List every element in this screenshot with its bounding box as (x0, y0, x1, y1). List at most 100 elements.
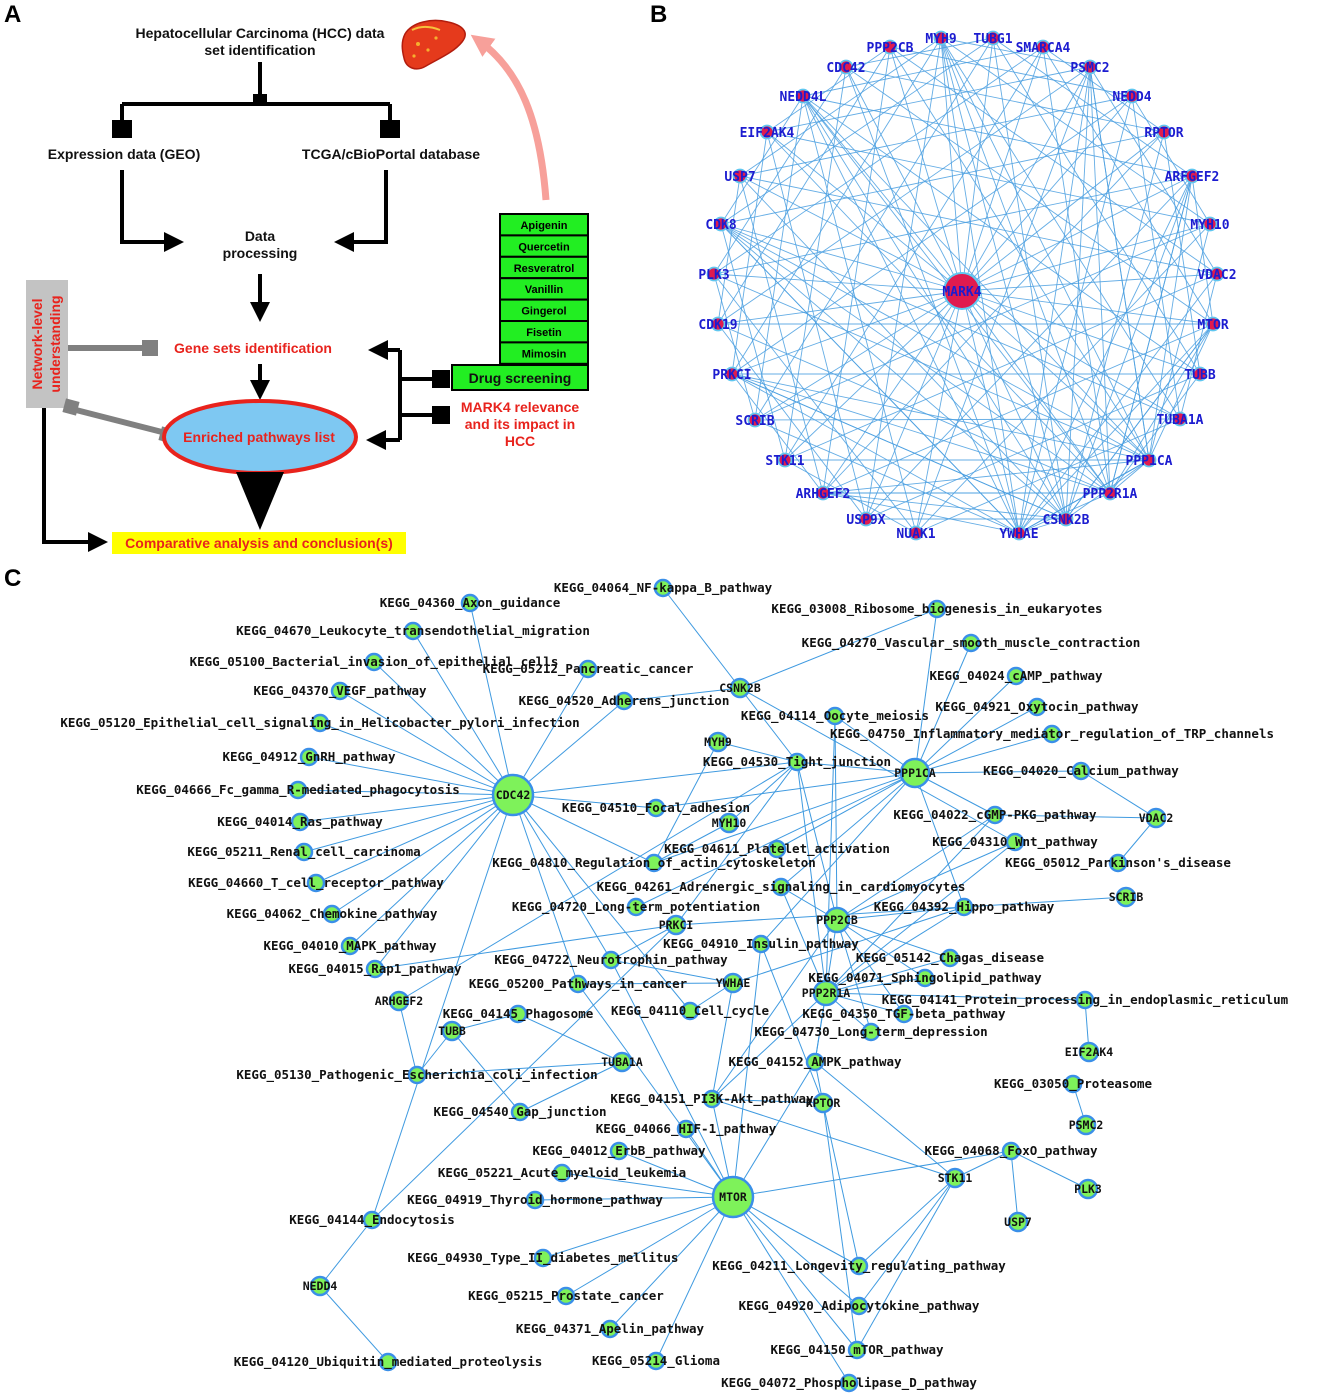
node-c-nedd4 (309, 1275, 331, 1297)
edge-c-cdc42-kegg-04530-tight-junction (512, 761, 798, 796)
node-b-stk11 (777, 452, 793, 468)
edge-b-mark4-nedd4l (802, 95, 963, 292)
mark4-line1: MARK4 relevance (461, 399, 579, 415)
label-b-tubb: TUBB (1184, 368, 1215, 383)
edge-b-mark4-arfgef2 (961, 175, 1193, 292)
node-c-kegg-04151-pi3k-akt-pathway (702, 1089, 722, 1109)
edge-b-ppp2r1a-arfgef2 (1109, 175, 1193, 494)
edge-c-ppp2cb-kegg-04392-hippo-pathway (836, 906, 965, 921)
label-c-kegg-04024-camp-pathway: KEGG_04024_cAMP_pathway (929, 668, 1103, 684)
node-b-ppp2cb (882, 39, 898, 55)
node-b-vdac2 (1209, 266, 1225, 282)
label-c-rptor: RPTOR (806, 1096, 841, 1110)
edge-c-cdc42-kegg-04670-leukocyte-transendothelial-migration (412, 630, 514, 796)
label-c-kegg-04730-long-term-depression: KEGG_04730_Long-term_depression (754, 1024, 987, 1040)
label-c-kegg-04066-hif-1-pathway: KEGG_04066_HIF-1_pathway (596, 1121, 777, 1137)
drug-label-gingerol: Gingerol (521, 306, 566, 318)
edge-b-ywhae-prkci (731, 373, 1020, 534)
edge-b-mark4-ppp2r1a (961, 290, 1111, 494)
node-c-kegg-05012-parkinson-s-disease (1108, 853, 1128, 873)
label-c-kegg-04910-insulin-pathway: KEGG_04910_Insulin_pathway (663, 936, 859, 952)
edge-b-nuak1-nedd4l (802, 95, 917, 534)
node-c-kegg-04145-phagosome (508, 1004, 528, 1024)
edge-b-mark4-eif2ak4 (766, 131, 963, 292)
node-c-kegg-05214-glioma (646, 1351, 666, 1371)
edge-c-mtor-kegg-04910-insulin-pathway (732, 943, 762, 1198)
node-c-kegg-04024-camp-pathway (1006, 666, 1026, 686)
node-c-kegg-04920-adipocytokine-pathway (849, 1296, 869, 1316)
node-b-nedd4 (1124, 88, 1140, 104)
label-c-kegg-04921-oxytocin-pathway: KEGG_04921_Oxytocin_pathway (935, 699, 1139, 715)
edge-b-scrib-tubg1 (754, 37, 994, 421)
node-c-kegg-04066-hif-1-pathway (676, 1119, 696, 1139)
node-b-eif2ak4 (759, 124, 775, 140)
node-c-myh9 (707, 731, 729, 753)
label-c-mtor: MTOR (719, 1190, 747, 1204)
panel-c-nodes: KEGG_04064_NF-kappa_B_pathwayKEGG_04360_… (60, 578, 1289, 1393)
label-c-kegg-04810-regulation-of-actin-cytoskeleton: KEGG_04810_Regulation_of_actin_cytoskele… (492, 855, 816, 871)
label-c-kegg-04520-adherens-junction: KEGG_04520_Adherens_junction (519, 693, 730, 709)
node-c-kegg-05215-prostate-cancer (556, 1286, 576, 1306)
node-c-prkci (665, 914, 687, 936)
label-c-eif2ak4: EIF2AK4 (1065, 1045, 1114, 1059)
edge-b-prkci-nedd4 (731, 95, 1133, 375)
node-c-kegg-04141-protein-processing-in-endoplasmic-reticulum (1075, 990, 1095, 1010)
label-c-psmc2: PSMC2 (1069, 1118, 1104, 1132)
node-b-mark4 (943, 272, 981, 310)
edge-c-cdc42-kegg-05212-pancreatic-cancer (512, 668, 589, 796)
edge-c-cdc42-kegg-05211-renal-cell-carcinoma (303, 794, 514, 853)
label-c-kegg-04912-gnrh-pathway: KEGG_04912_GnRH_pathway (222, 749, 396, 765)
edge-c-mtor-kegg-05200-pathways-in-cancer (577, 983, 734, 1198)
label-c-kegg-04666-fc-gamma-r-mediated-phagocytosis: KEGG_04666_Fc_gamma_R-mediated_phagocyto… (136, 782, 460, 798)
node-c-kegg-04360-axon-guidance (460, 593, 480, 613)
edge-b-ppp1ca-arfgef2 (1148, 175, 1193, 461)
edge-b-mark4-vdac2 (961, 273, 1218, 292)
node-c-kegg-04750-inflammatory-mediator-regulation-of-trp-channels (1042, 724, 1062, 744)
edge-b-cdc42-rptor (845, 66, 1165, 133)
panel-letter-b: B (650, 1, 667, 28)
label-b-cdk19: CDK19 (698, 318, 737, 333)
edge-b-ppp2r1a-eif2ak4 (766, 131, 1111, 494)
node-c-kegg-04370-vegf-pathway (330, 681, 350, 701)
node-c-tuba1a (611, 1051, 633, 1073)
node-b-psmc2 (1082, 59, 1098, 75)
edge-b-smarca4-mtor (1042, 46, 1214, 325)
label-b-tubg1: TUBG1 (973, 32, 1012, 47)
node-c-arhgef2 (388, 990, 410, 1012)
label-c-vdac2: VDAC2 (1139, 811, 1174, 825)
edge-c-ppp1ca-kegg-04270-vascular-smooth-muscle-contraction (914, 642, 972, 774)
drug-label-quercetin: Quercetin (518, 241, 570, 253)
edge-c-prkci-kegg-04530-tight-junction (675, 761, 798, 926)
node-c-kegg-04810-regulation-of-actin-cytoskeleton (644, 853, 664, 873)
node-c-vdac2 (1145, 807, 1167, 829)
edge-b-mark4-usp7 (739, 175, 963, 292)
edge-c-cdc42-kegg-04810-regulation-of-actin-cytoskeleton (512, 794, 655, 864)
edge-b-nedd4l-arfgef2 (802, 95, 1193, 177)
label-c-kegg-04611-platelet-activation: KEGG_04611_Platelet_activation (664, 841, 890, 857)
edge-c-ywhae-kegg-05200-pathways-in-cancer (577, 982, 734, 985)
label-b-ppp2cb: PPP2CB (867, 41, 914, 56)
label-b-arfgef2: ARFGEF2 (1165, 170, 1220, 185)
label-b-nedd4l: NEDD4L (780, 90, 827, 105)
edge-b-usp9x-myh9 (865, 37, 942, 520)
edge-c-mtor-kegg-04919-thyroid-hormone-pathway (534, 1196, 734, 1201)
label-b-cdk8: CDK8 (705, 218, 736, 233)
edge-c-ppp2r1a-kegg-04151-pi3k-akt-pathway (711, 992, 827, 1100)
label-b-scrib: SCRIB (735, 414, 774, 429)
edge-c-ppp1ca-kegg-04910-insulin-pathway (760, 772, 916, 945)
label-c-kegg-05221-acute-myeloid-leukemia: KEGG_05221_Acute_myeloid_leukemia (438, 1165, 686, 1181)
edge-b-nedd4l-smarca4 (802, 46, 1044, 97)
label-c-kegg-04110-cell-cycle: KEGG_04110_Cell_cycle (611, 1003, 770, 1019)
edge-b-scrib-plk3 (713, 273, 756, 421)
edge-b-mark4-cdk8 (720, 223, 963, 292)
network-level-box (26, 280, 68, 408)
node-b-scrib (747, 412, 763, 428)
edge-b-ywhae-mtor (1018, 323, 1214, 534)
edge-b-mark4-mtor (961, 290, 1214, 325)
node-c-kegg-05142-chagas-disease (940, 948, 960, 968)
edge-b-ppp2r1a-mtor (1109, 323, 1214, 494)
edge-c-csnk2b-kegg-04310-wnt-pathway (739, 687, 1016, 843)
gene-sets-label: Gene sets identification (174, 340, 332, 356)
expression-data-label: Expression data (GEO) (48, 146, 200, 162)
